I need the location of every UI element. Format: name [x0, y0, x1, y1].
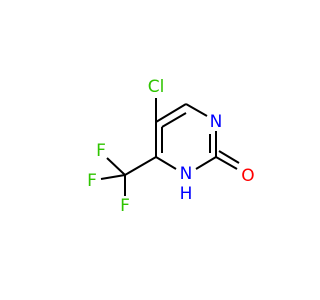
atom-fluorine-top: F: [96, 141, 106, 161]
bond-c2-o: [215, 156, 238, 170]
atom-oxygen: O: [241, 166, 254, 186]
atom-labels: Cl N N H O F F F: [87, 77, 255, 216]
atom-fluorine-bottom: F: [120, 196, 130, 216]
atom-nitrogen-ring: N: [210, 112, 223, 132]
bond-cf3-ftop: [106, 157, 126, 176]
bonds: [100, 98, 240, 196]
bond-c2-n3: [195, 156, 217, 170]
atom-nitrogen-h: N: [180, 164, 193, 184]
bond-n3-c4: [155, 156, 177, 170]
molecule-drawing: Cl N N H O F F F: [87, 77, 255, 216]
atom-hydrogen: H: [180, 184, 193, 204]
bond-c2-o-inner: [218, 150, 240, 164]
atom-chlorine: Cl: [148, 77, 165, 97]
bond-c5-c6-inner: [161, 112, 187, 128]
bond-cf3-fleft: [100, 174, 126, 180]
bond-c4-cf3: [124, 156, 157, 176]
bond-c6-n1: [185, 103, 208, 117]
bond-c5-c6: [155, 103, 187, 123]
atom-fluorine-left: F: [87, 171, 97, 191]
